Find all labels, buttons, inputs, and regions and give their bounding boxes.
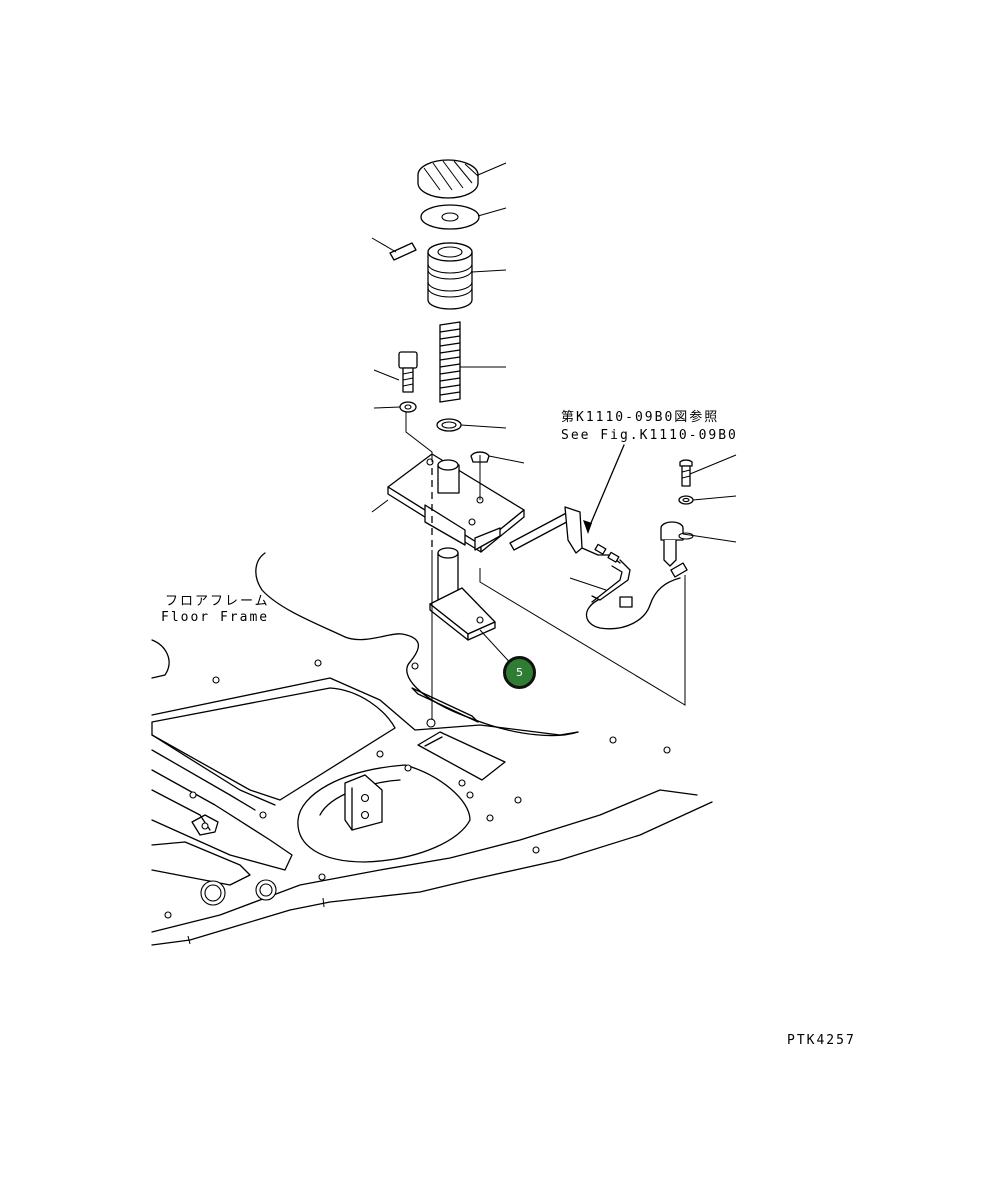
floor-frame-label-japanese: フロアフレーム	[165, 594, 270, 609]
pedal-assembly	[387, 159, 686, 720]
switch-harness	[509, 444, 694, 630]
bolt-left	[398, 351, 418, 393]
leader-lines	[371, 162, 737, 669]
mounting-plate	[387, 453, 525, 553]
drawing-code: PTK4257	[787, 1033, 856, 1048]
part-callout-number: 5	[516, 666, 523, 679]
reference-note-japanese: 第K1110-09B0図参照	[561, 410, 720, 425]
part-callout-5[interactable]: 5	[503, 656, 536, 689]
floor-frame	[151, 552, 713, 946]
pedal-pad	[417, 159, 479, 199]
reference-note-english: See Fig.K1110-09B0	[561, 428, 738, 443]
spring	[439, 321, 461, 403]
rubber-boot	[427, 242, 473, 310]
floor-frame-label-english: Floor Frame	[161, 610, 270, 625]
